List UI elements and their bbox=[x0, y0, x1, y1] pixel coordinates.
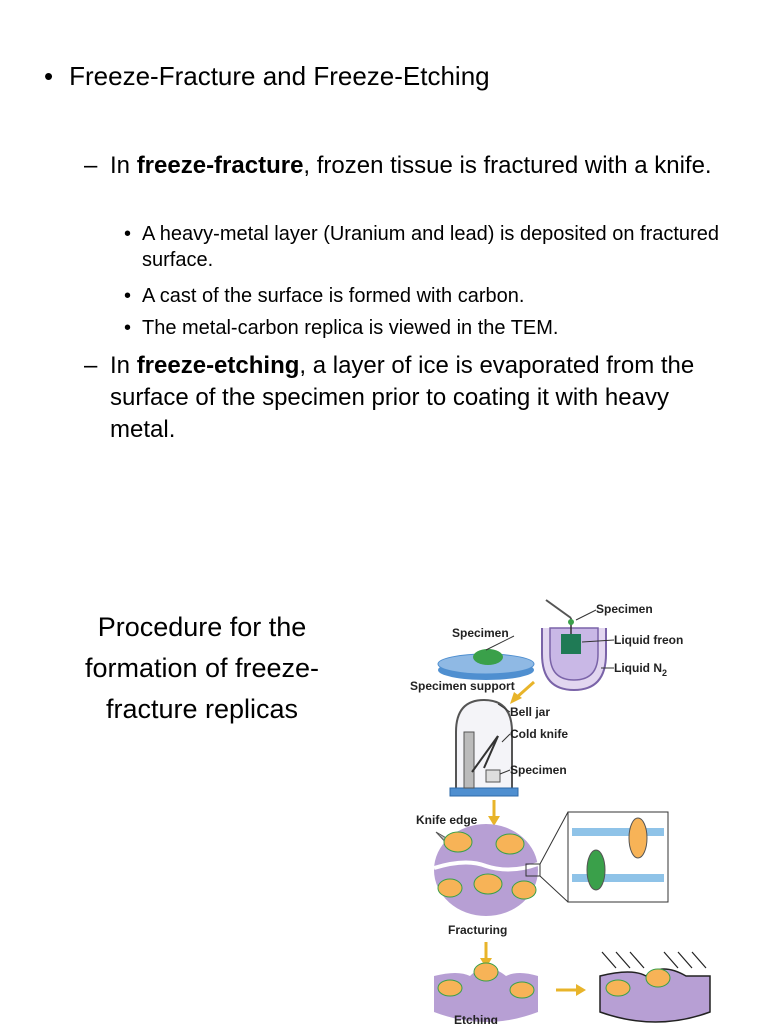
sub-point-1: • A heavy-metal layer (Uranium and lead)… bbox=[124, 221, 732, 273]
bullet-mark: • bbox=[124, 285, 132, 307]
step1-leaders bbox=[485, 609, 615, 669]
step2-leaders bbox=[497, 703, 511, 775]
step-arrow-4-head bbox=[576, 984, 586, 996]
specimen-support-disc bbox=[437, 649, 535, 680]
dash-mark: – bbox=[84, 152, 98, 179]
etching-tissue bbox=[434, 962, 538, 1022]
freeze-etching-point: – In freeze-etching, a layer of ice is e… bbox=[84, 350, 730, 446]
label-liquid-n2: Liquid N2 bbox=[614, 661, 667, 678]
freon-container bbox=[541, 599, 607, 692]
step-arrow-1-head bbox=[510, 692, 522, 704]
freeze-fracture-rest: , frozen tissue is fractured with a knif… bbox=[303, 152, 712, 179]
sub-point-3: • The metal-carbon replica is viewed in … bbox=[124, 315, 732, 341]
liquid-n2-subscript: 2 bbox=[662, 668, 667, 678]
zoom-box bbox=[525, 863, 541, 877]
freeze-etching-text: In freeze-etching, a layer of ice is eva… bbox=[110, 350, 730, 446]
heading-bullet: • Freeze-Fracture and Freeze-Etching bbox=[44, 60, 490, 93]
sub-point-text: A heavy-metal layer (Uranium and lead) i… bbox=[142, 223, 719, 271]
bell-jar bbox=[449, 698, 519, 797]
freeze-etching-rest: , a layer of ice is evaporated from the … bbox=[110, 352, 695, 443]
label-specimen-top: Specimen bbox=[596, 602, 653, 616]
procedure-illustration: Specimen Specimen Liquid freon Liquid N2… bbox=[410, 599, 711, 1027]
shadowing-tissue bbox=[599, 951, 711, 1023]
freeze-fracture-text: In freeze-fracture, frozen tissue is fra… bbox=[110, 150, 730, 182]
freeze-etching-term: freeze-etching bbox=[136, 352, 300, 379]
freeze-etching-prefix: In bbox=[110, 352, 137, 379]
bullet-mark: • bbox=[44, 61, 54, 91]
label-cold-knife: Cold knife bbox=[510, 727, 568, 741]
sub-point-2: • A cast of the surface is formed with c… bbox=[124, 283, 732, 309]
membrane-inset bbox=[567, 811, 669, 903]
step-arrow-2-head bbox=[488, 816, 500, 826]
label-liquid-freon: Liquid freon bbox=[614, 633, 683, 647]
zoom-line-1 bbox=[539, 811, 569, 865]
label-bell-jar: Bell jar bbox=[510, 705, 550, 719]
liquid-n2-text: Liquid N bbox=[614, 661, 662, 675]
sub-point-text: A cast of the surface is formed with car… bbox=[142, 285, 525, 307]
label-etching: Etching bbox=[454, 1013, 498, 1024]
freeze-fracture-prefix: In bbox=[110, 152, 137, 179]
fracture-tissue bbox=[433, 824, 539, 916]
label-specimen-left: Specimen bbox=[452, 626, 509, 640]
label-specimen-jar: Specimen bbox=[510, 763, 567, 777]
label-specimen-support: Specimen support bbox=[410, 679, 515, 693]
dash-mark: – bbox=[84, 352, 98, 379]
bullet-mark: • bbox=[124, 317, 132, 339]
slide-heading: Freeze-Fracture and Freeze-Etching bbox=[69, 61, 490, 91]
zoom-line-2 bbox=[539, 875, 569, 903]
label-knife-edge: Knife edge bbox=[416, 813, 478, 827]
sub-point-text: The metal-carbon replica is viewed in th… bbox=[142, 317, 559, 339]
label-fracturing: Fracturing bbox=[448, 923, 507, 937]
freeze-fracture-term: freeze-fracture bbox=[136, 152, 304, 179]
freeze-fracture-point: – In freeze-fracture, frozen tissue is f… bbox=[84, 150, 730, 182]
figure-caption: Procedure for the formation of freeze-fr… bbox=[84, 612, 320, 724]
bullet-mark: • bbox=[124, 223, 132, 245]
procedure-figure: Specimen Specimen Liquid freon Liquid N2… bbox=[406, 592, 728, 1027]
step-arrow-1 bbox=[515, 680, 535, 700]
